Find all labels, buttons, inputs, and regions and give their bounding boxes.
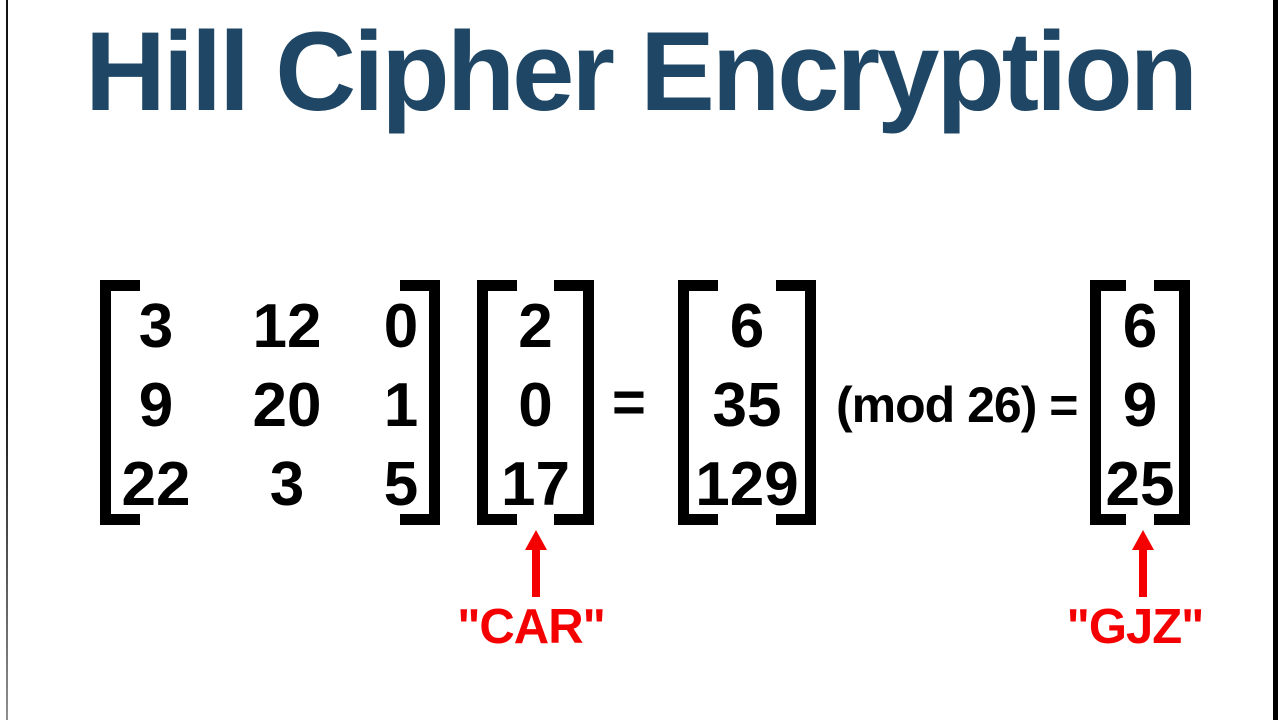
matrix-cell: 0 (383, 292, 419, 361)
matrix-cell: 0 (518, 371, 553, 440)
key-matrix-cells: 3 12 0 9 20 1 22 3 5 (100, 280, 440, 525)
right-edge-bar (1273, 0, 1278, 720)
matrix-cell: 20 (252, 371, 322, 440)
up-arrow-icon (525, 530, 547, 597)
left-edge-line (6, 0, 8, 720)
matrix-cell: 12 (252, 292, 322, 361)
matrix-bracket-right (776, 280, 816, 525)
matrix-bracket-right (400, 280, 440, 525)
plaintext-vector: 2 0 17 (477, 280, 594, 525)
matrix-cell: 5 (383, 450, 419, 519)
matrix-cell: 9 (1122, 371, 1158, 440)
matrix-cell: 3 (138, 292, 174, 361)
matrix-bracket-left (100, 280, 140, 525)
matrix-cell: 17 (501, 450, 570, 519)
ciphertext-vector-cells: 6 9 25 (1090, 280, 1190, 525)
arrow-shaft (532, 550, 540, 597)
matrix-cell: 6 (729, 292, 765, 361)
page-title: Hill Cipher Encryption (84, 9, 1198, 134)
plaintext-annotation: "CAR" (457, 600, 606, 654)
product-vector-cells: 6 35 129 (678, 280, 816, 525)
arrow-head (1132, 530, 1154, 550)
mod-26-equals-text: (mod 26) = (836, 377, 1078, 433)
matrix-bracket-right (1154, 280, 1190, 525)
equals-sign: = (612, 370, 646, 435)
arrow-head (525, 530, 547, 550)
matrix-cell: 25 (1105, 450, 1175, 519)
matrix-cell: 129 (695, 450, 799, 519)
matrix-cell: 22 (121, 450, 191, 519)
key-matrix: 3 12 0 9 20 1 22 3 5 (100, 280, 440, 525)
matrix-cell: 1 (383, 371, 419, 440)
matrix-bracket-left (477, 280, 517, 525)
ciphertext-vector: 6 9 25 (1090, 280, 1190, 525)
arrow-shaft (1139, 550, 1147, 597)
matrix-cell: 3 (269, 450, 305, 519)
product-vector: 6 35 129 (678, 280, 816, 525)
matrix-cell: 35 (712, 371, 782, 440)
matrix-cell: 6 (1122, 292, 1158, 361)
up-arrow-icon (1132, 530, 1154, 597)
matrix-bracket-left (678, 280, 718, 525)
matrix-cell: 9 (138, 371, 174, 440)
matrix-bracket-right (554, 280, 594, 525)
ciphertext-annotation: "GJZ" (1066, 600, 1205, 654)
matrix-bracket-left (1090, 280, 1126, 525)
plaintext-vector-cells: 2 0 17 (477, 280, 594, 525)
matrix-cell: 2 (518, 292, 553, 361)
